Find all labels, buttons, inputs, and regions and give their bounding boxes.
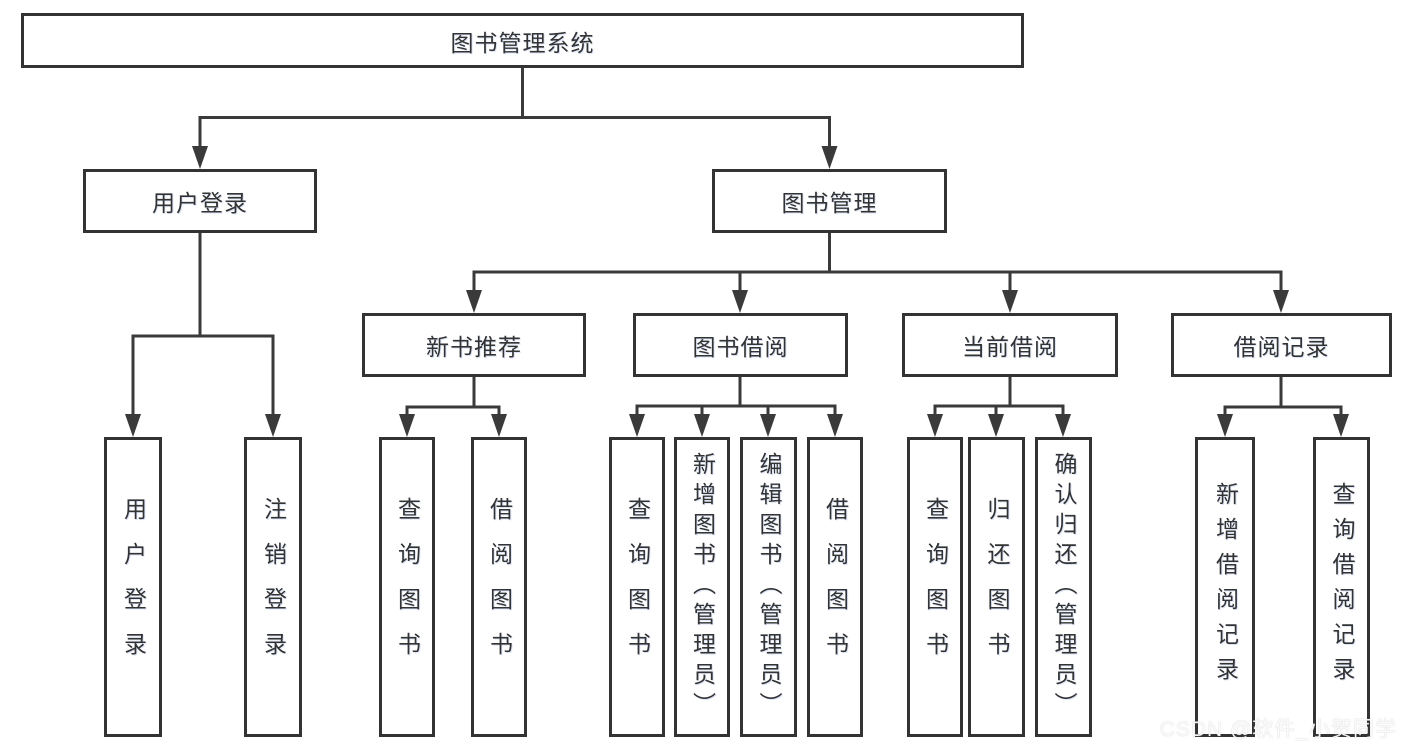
arrowhead-icon <box>988 414 1004 437</box>
connector-line <box>1223 377 1343 416</box>
leaf-query-books-current: 查询图书 <box>907 437 963 737</box>
arrowhead-icon <box>265 414 281 437</box>
leaf-label: 确认归还（管理员） <box>1051 452 1077 722</box>
leaf-logout: 注销登录 <box>244 437 302 737</box>
csdn-watermark: CSDN @软件_小贺同学 <box>1159 718 1397 741</box>
leaf-add-borrow-record: 新增借阅记录 <box>1195 437 1255 737</box>
node-root: 图书管理系统 <box>21 13 1024 68</box>
leaf-label: 归还图书 <box>984 497 1010 677</box>
connector-line <box>472 233 1283 292</box>
node-label: 图书管理 <box>781 190 878 216</box>
node-label: 图书管理系统 <box>450 29 595 56</box>
leaf-edit-books-admin: 编辑图书（管理员） <box>740 437 797 737</box>
leaf-label: 借阅图书 <box>486 497 513 677</box>
leaf-query-books-borrow: 查询图书 <box>609 437 665 737</box>
arrowhead-icon <box>827 414 843 437</box>
arrowhead-icon <box>732 290 748 313</box>
leaf-confirm-return-admin: 确认归还（管理员） <box>1035 437 1092 737</box>
node-new-book-recommend: 新书推荐 <box>362 313 586 377</box>
leaf-add-books-admin: 新增图书（管理员） <box>674 437 730 737</box>
node-label: 图书借阅 <box>692 334 789 360</box>
connector-line <box>405 377 501 416</box>
node-borrow-records: 借阅记录 <box>1171 313 1392 377</box>
leaf-label: 编辑图书（管理员） <box>756 452 782 722</box>
node-label: 借阅记录 <box>1233 334 1330 360</box>
leaf-label: 注销登录 <box>260 497 287 677</box>
leaf-query-books-recommend: 查询图书 <box>379 437 435 737</box>
connector-line <box>933 377 1065 416</box>
arrowhead-icon <box>192 146 208 169</box>
leaf-user-login: 用户登录 <box>104 437 162 737</box>
node-book-management: 图书管理 <box>712 169 947 233</box>
arrowhead-icon <box>1055 414 1071 437</box>
connector-line <box>635 377 837 416</box>
node-label: 新书推荐 <box>426 334 522 360</box>
leaf-query-borrow-record: 查询借阅记录 <box>1313 437 1370 737</box>
arrowhead-icon <box>1002 290 1018 313</box>
leaf-label: 查询图书 <box>624 497 651 677</box>
node-user-login: 用户登录 <box>83 169 317 233</box>
leaf-return-books: 归还图书 <box>968 437 1025 737</box>
arrowhead-icon <box>491 414 507 437</box>
leaf-label: 用户登录 <box>120 497 147 677</box>
node-current-borrow: 当前借阅 <box>902 313 1118 377</box>
arrowhead-icon <box>466 290 482 313</box>
arrowhead-icon <box>760 414 776 437</box>
leaf-label: 查询图书 <box>922 497 949 677</box>
arrowhead-icon <box>629 414 645 437</box>
leaf-borrow-books-recommend: 借阅图书 <box>471 437 527 737</box>
leaf-label: 查询借阅记录 <box>1329 482 1355 692</box>
arrowhead-icon <box>125 414 141 437</box>
arrowhead-icon <box>927 414 943 437</box>
leaf-label: 新增借阅记录 <box>1212 482 1239 692</box>
arrowhead-icon <box>1333 414 1349 437</box>
leaf-label: 新增图书（管理员） <box>689 452 716 722</box>
arrowhead-icon <box>821 146 838 169</box>
node-book-borrow: 图书借阅 <box>633 313 848 377</box>
node-label: 用户登录 <box>152 190 248 216</box>
connector-line <box>131 233 275 415</box>
arrowhead-icon <box>399 414 415 437</box>
leaf-borrow-books: 借阅图书 <box>807 437 863 737</box>
arrowhead-icon <box>694 414 710 437</box>
node-label: 当前借阅 <box>962 334 1058 360</box>
arrowhead-icon <box>1273 290 1289 313</box>
arrowhead-icon <box>1217 414 1233 437</box>
leaf-label: 借阅图书 <box>822 497 849 677</box>
connector-line <box>198 68 831 147</box>
leaf-label: 查询图书 <box>394 497 421 677</box>
